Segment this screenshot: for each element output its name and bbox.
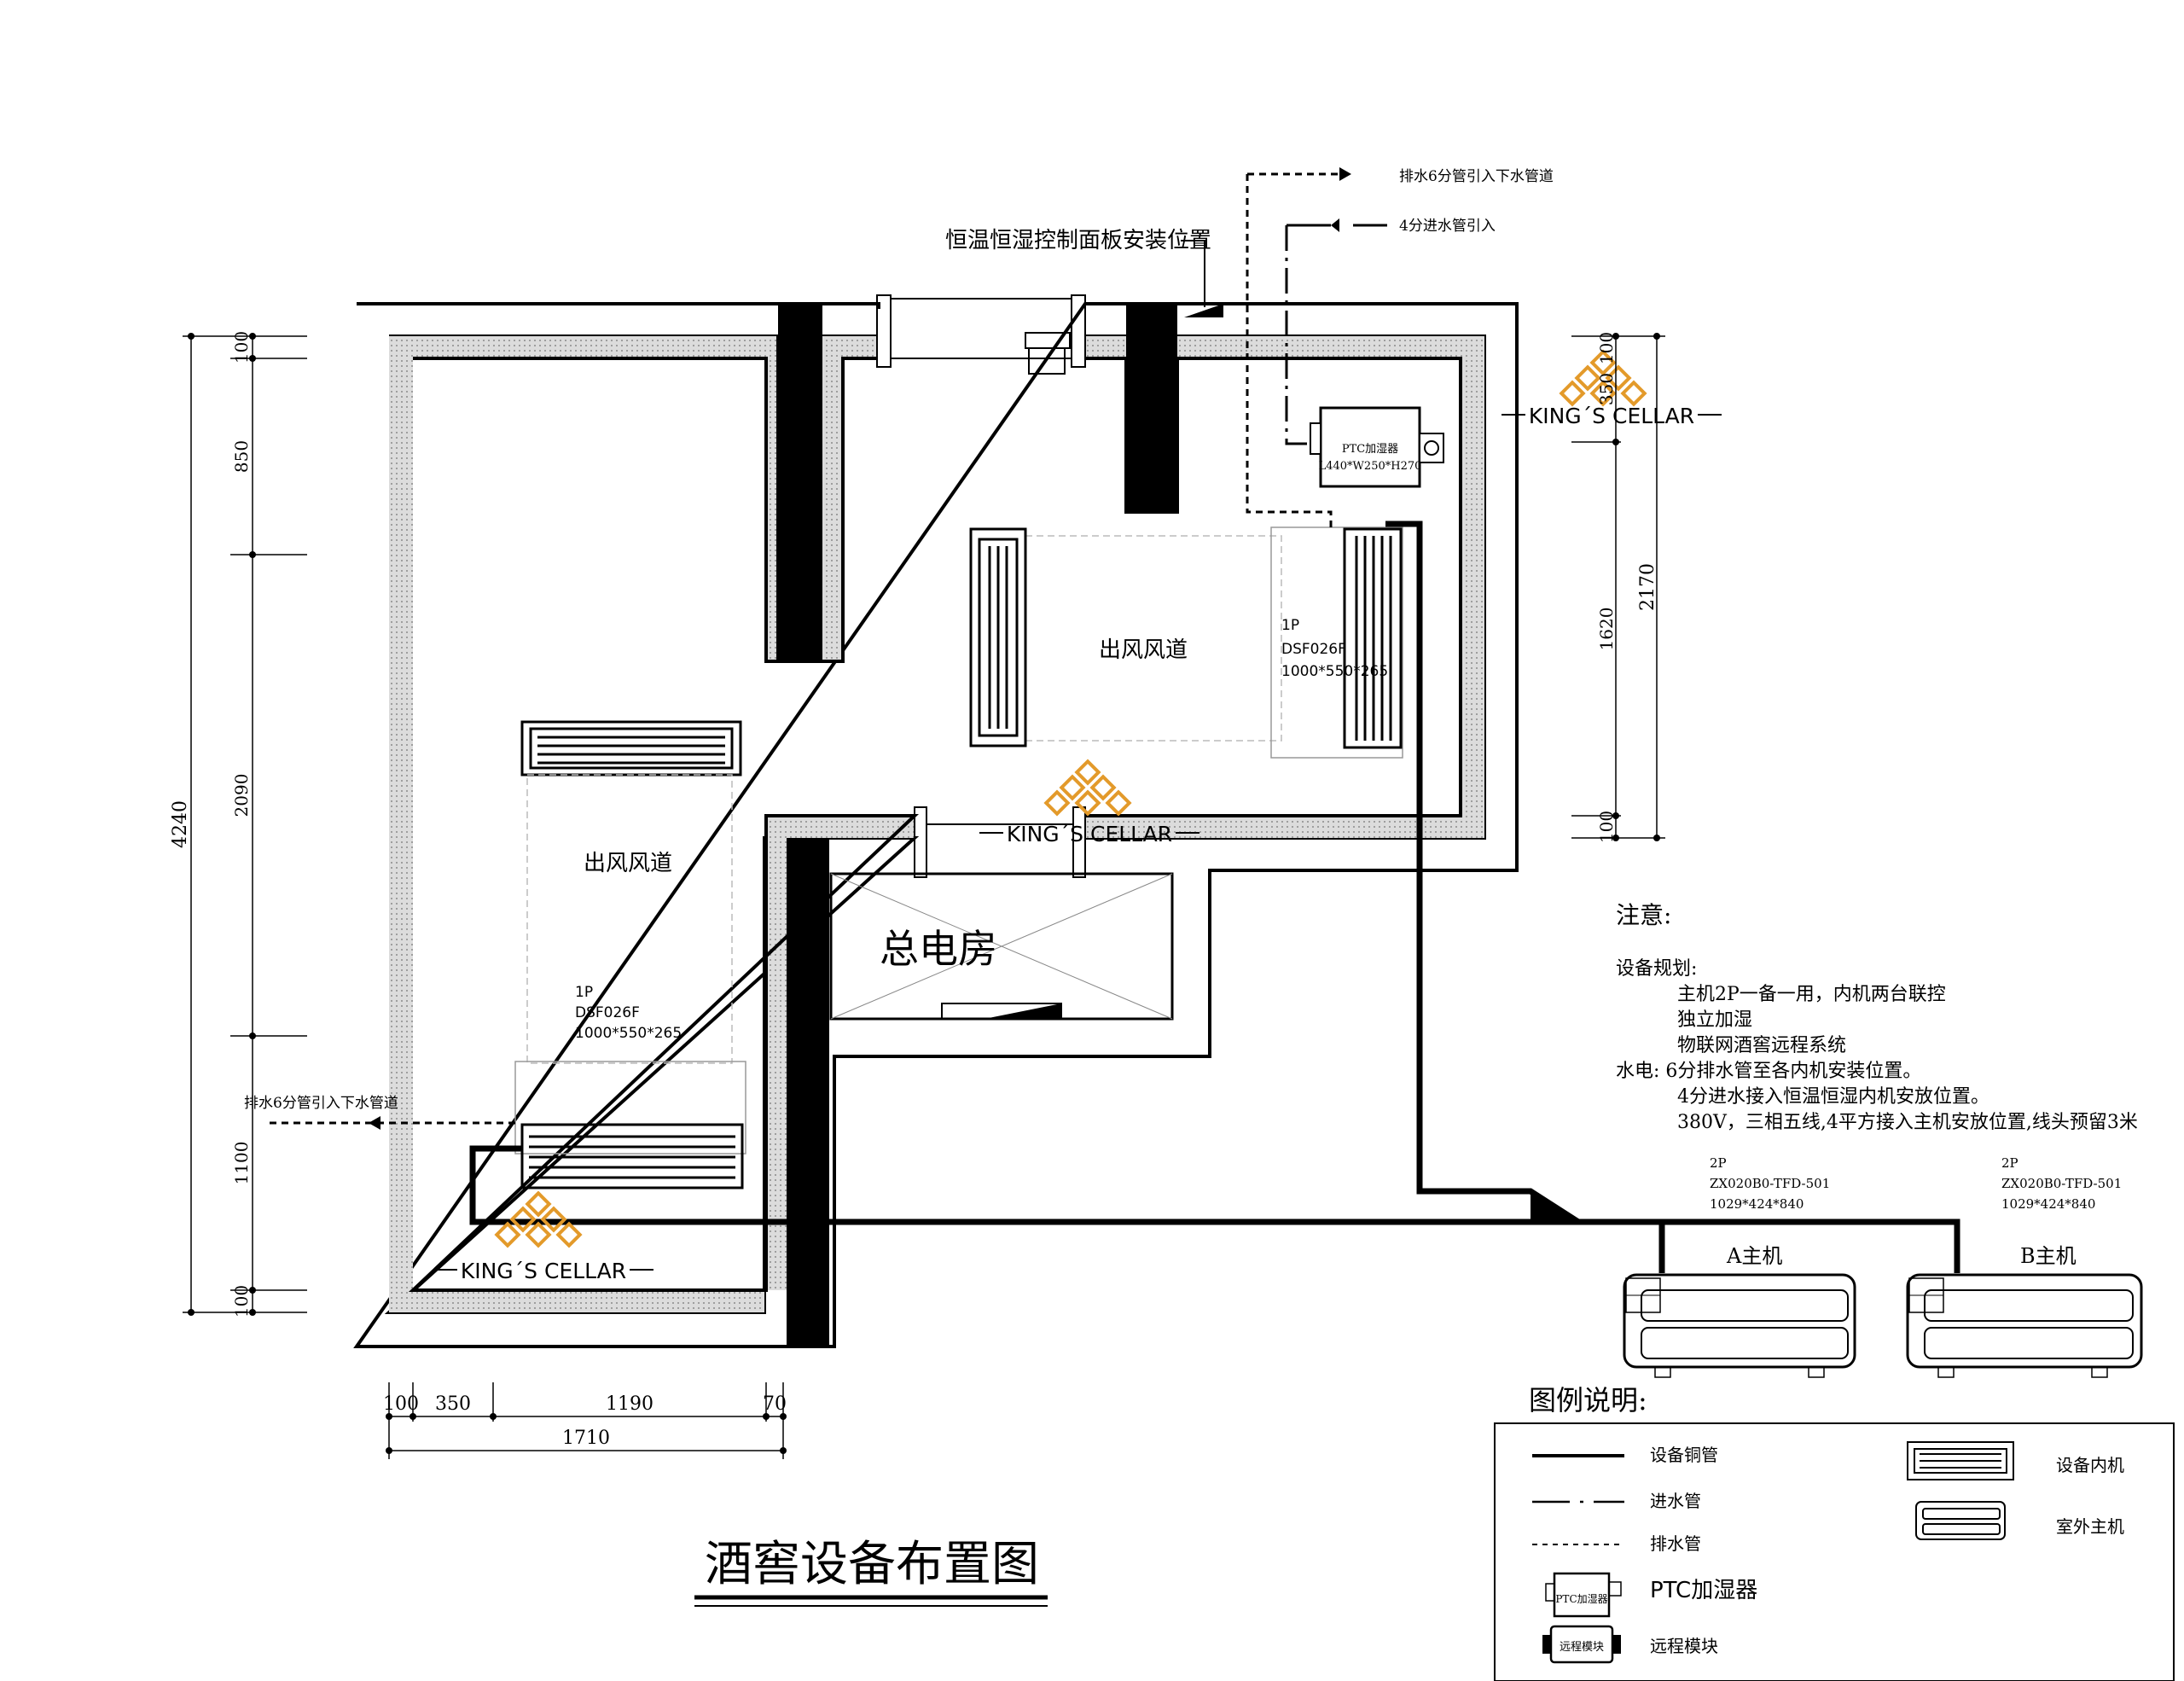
outdoor-b-power: 2P: [2001, 1155, 2018, 1171]
notes-line-4: 物联网酒窖远程系统: [1677, 1035, 1846, 1056]
dim-bottom-4: 70: [763, 1393, 787, 1415]
water-in-label: 4分进水管引入: [1399, 218, 1496, 235]
legend-drain: 排水管: [1650, 1533, 1701, 1554]
brand-text-2: KING´S CELLAR: [1007, 822, 1172, 846]
notes-line-5: 水电: 6分排水管至各内机安装位置。: [1616, 1061, 1921, 1082]
drain-arrow-left: [369, 1116, 380, 1130]
drawing-title: 酒窖设备布置图: [694, 1537, 1048, 1607]
dim-right-3: 100: [1596, 811, 1617, 843]
legend-water-in: 进水管: [1650, 1491, 1701, 1511]
humidifier-name: PTC加湿器: [1342, 443, 1398, 456]
ptc-humidifier: PTC加湿器 L440*W250*H270: [1310, 406, 1444, 488]
outdoor-b-model: ZX020B0-TFD-501: [2001, 1176, 2122, 1191]
lower-return-grille: [520, 720, 742, 777]
outdoor-b-size: 1029*424*840: [2001, 1196, 2095, 1212]
dimension-left-dots: [188, 333, 256, 1316]
lower-duct-label: 出风风道: [584, 851, 672, 876]
control-panel-leader: 恒温恒湿控制面板安装位置: [945, 228, 1223, 317]
drain-left-label: 排水6分管引入下水管道: [244, 1095, 398, 1112]
upper-unit-size: 1000*550*265: [1281, 663, 1388, 680]
upper-return-grille: [969, 527, 1027, 747]
dim-right-total: 2170: [1637, 563, 1658, 611]
lower-duct: 出风风道: [526, 774, 733, 1064]
notes-line-7: 380V，三相五线,4平方接入主机安放位置,线头预留3米: [1677, 1112, 2138, 1133]
brand-logo-center: KING´S CELLAR: [979, 759, 1199, 846]
title-text: 酒窖设备布置图: [705, 1537, 1039, 1592]
humidifier-size: L440*W250*H270: [1319, 460, 1422, 473]
lower-unit-size: 1000*550*265: [575, 1025, 682, 1042]
dim-right-2: 1620: [1596, 608, 1617, 651]
legend: 图例说明: 设备铜管 进水管 排水管 PTC加湿器 PTC加湿器 远程模块 远程…: [1494, 1384, 2175, 1681]
dim-left-4: 1100: [231, 1142, 252, 1185]
dim-bottom-2: 350: [435, 1393, 471, 1415]
outdoor-unit-a: 2P ZX020B0-TFD-501 1029*424*840 A主机: [1623, 1155, 1856, 1378]
dim-bottom-total: 1710: [562, 1428, 610, 1449]
dim-left-3: 2090: [231, 774, 252, 817]
upper-unit-power: 1P: [1281, 617, 1299, 634]
dim-right-1: 350: [1596, 373, 1617, 405]
upper-unit-model: DSF026F: [1281, 641, 1346, 658]
outdoor-unit-b: 2P ZX020B0-TFD-501 1029*424*840 B主机: [1906, 1155, 2143, 1378]
legend-copper: 设备铜管: [1650, 1445, 1718, 1465]
dim-right-4: 100: [1596, 332, 1617, 364]
legend-indoor: 设备内机: [2056, 1455, 2124, 1475]
lower-unit-model: DSF026F: [575, 1004, 640, 1021]
brand-text-1: KING´S CELLAR: [1529, 404, 1694, 428]
dim-left-2: 850: [231, 440, 252, 473]
copper-pipe: [469, 521, 1960, 1273]
brand-logo-bottom-left: KING´S CELLAR: [433, 1190, 653, 1283]
water-in-pipe: [1285, 224, 1387, 445]
notes-line-3: 独立加湿: [1677, 1009, 1752, 1031]
legend-heading: 图例说明:: [1529, 1384, 1647, 1416]
dim-left-total: 4240: [170, 800, 191, 848]
legend-remote-icon-text: 远程模块: [1560, 1641, 1604, 1654]
copper-pipe-joint: [1531, 1191, 1578, 1222]
legend-remote-icon: 远程模块: [1542, 1625, 1621, 1664]
outdoor-a-size: 1029*424*840: [1710, 1196, 1804, 1212]
outdoor-a-label: A主机: [1726, 1244, 1782, 1268]
dimension-left: [183, 335, 307, 1313]
electrical-room: 总电房: [829, 872, 1174, 1021]
brand-text-3: KING´S CELLAR: [461, 1259, 626, 1283]
outdoor-a-power: 2P: [1710, 1155, 1727, 1171]
drain-top-label: 排水6分管引入下水管道: [1399, 168, 1554, 185]
upper-indoor-unit: 1P DSF026F 1000*550*265: [1270, 526, 1403, 759]
dim-bottom-1: 100: [383, 1393, 419, 1415]
notes-line-1: 设备规划:: [1616, 958, 1697, 980]
notes-heading: 注意:: [1616, 901, 1671, 929]
column-2: [1126, 304, 1177, 512]
column-3: [787, 838, 829, 1347]
column-1: [778, 304, 822, 660]
drain-arrow-top: [1339, 167, 1351, 181]
notes-line-6: 4分进水接入恒温恒湿内机安放位置。: [1677, 1086, 1989, 1108]
outdoor-b-label: B主机: [2020, 1244, 2077, 1268]
dim-left-5: 100: [231, 1285, 252, 1317]
notes: 注意: 设备规划: 主机2P一备一用，内机两台联控 独立加湿 物联网酒窖远程系统…: [1616, 901, 2138, 1133]
lower-indoor-unit: 1P DSF026F 1000*550*265: [514, 984, 746, 1189]
legend-indoor-icon: [1907, 1441, 2014, 1480]
outdoor-a-model: ZX020B0-TFD-501: [1710, 1176, 1830, 1191]
legend-ptc-icon-text: PTC加湿器: [1555, 1592, 1607, 1605]
dimension-bottom-dots: [386, 1413, 787, 1454]
legend-outdoor-icon: [1915, 1501, 2006, 1540]
control-panel-label: 恒温恒湿控制面板安装位置: [945, 228, 1211, 253]
water-in-arrow: [1331, 218, 1339, 232]
dim-left-1: 100: [231, 331, 252, 364]
legend-remote: 远程模块: [1650, 1636, 1718, 1656]
electrical-room-label: 总电房: [880, 926, 997, 972]
upper-duct-label: 出风风道: [1099, 637, 1188, 663]
dimension-right-dots: [1612, 333, 1660, 841]
door-top: [876, 294, 1086, 375]
drain-pipe-top: [1246, 172, 1339, 529]
notes-line-2: 主机2P一备一用，内机两台联控: [1677, 984, 1946, 1005]
legend-outdoor: 室外主机: [2056, 1516, 2124, 1537]
dim-bottom-3: 1190: [606, 1393, 653, 1415]
upper-duct: 出风风道: [1025, 535, 1282, 742]
legend-ptc-icon: PTC加湿器: [1545, 1572, 1622, 1618]
lower-unit-power: 1P: [575, 984, 593, 1001]
legend-ptc: PTC加湿器: [1650, 1578, 1757, 1603]
brand-logo-top-right: KING´S CELLAR: [1502, 349, 1722, 428]
inner-walls: [408, 357, 1462, 1292]
